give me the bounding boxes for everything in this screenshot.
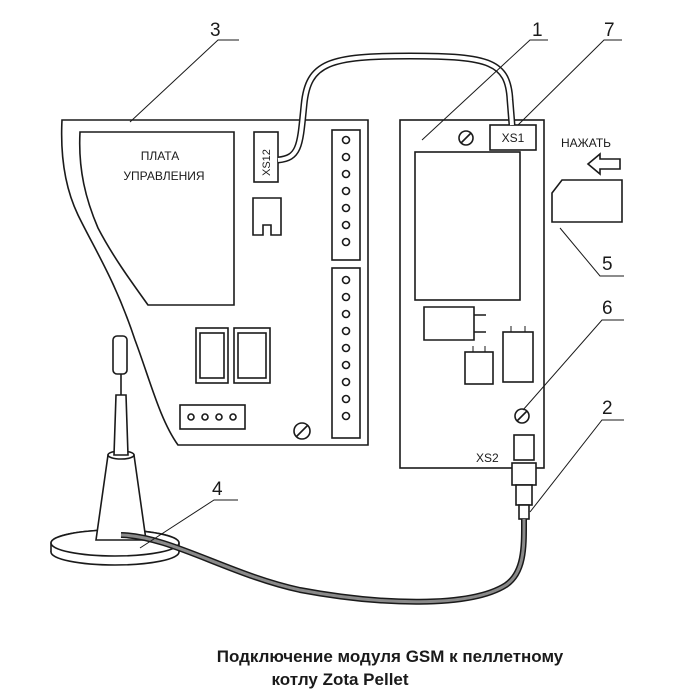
callout-1: 1 bbox=[532, 20, 543, 41]
callout-7: 7 bbox=[604, 20, 615, 41]
board-relays bbox=[195, 327, 271, 384]
gsm-component-c bbox=[502, 331, 534, 383]
gsm-screw-top bbox=[458, 130, 474, 146]
caption-line2: котлу Zota Pellet bbox=[271, 670, 408, 689]
board-screw bbox=[293, 422, 311, 440]
callout-5: 5 bbox=[602, 254, 613, 275]
xs1-label: XS1 bbox=[502, 131, 525, 145]
xs1-connector bbox=[489, 124, 537, 151]
board-label-line2: УПРАВЛЕНИЯ bbox=[123, 169, 204, 183]
press-label: НАЖАТЬ bbox=[561, 136, 611, 150]
gsm-chip bbox=[414, 151, 521, 301]
callout-leaders bbox=[129, 39, 624, 549]
cable-xs12-xs1 bbox=[277, 52, 516, 164]
callout-4: 4 bbox=[212, 479, 223, 500]
gsm-screw-bottom bbox=[514, 408, 530, 424]
antenna-plug bbox=[511, 462, 537, 520]
antenna-cable bbox=[120, 518, 528, 605]
board-bottom-connector bbox=[179, 404, 246, 430]
callout-6: 6 bbox=[602, 298, 613, 319]
callout-2: 2 bbox=[602, 398, 613, 419]
board-label-line1: ПЛАТА bbox=[141, 149, 180, 163]
callout-3: 3 bbox=[210, 20, 221, 41]
sim-card bbox=[551, 179, 623, 223]
xs12-connector bbox=[253, 131, 279, 183]
gsm-module bbox=[399, 119, 545, 469]
antenna bbox=[50, 335, 180, 566]
caption-line1: Подключение модуля GSM к пеллетному bbox=[217, 647, 564, 666]
xs12-label: XS12 bbox=[261, 149, 273, 176]
board-component bbox=[252, 197, 282, 236]
control-board bbox=[60, 119, 369, 446]
press-arrow-icon bbox=[586, 152, 621, 176]
xs2-label: XS2 bbox=[476, 451, 499, 465]
terminal-strip-upper bbox=[331, 129, 361, 261]
xs2-connector bbox=[513, 434, 535, 461]
antenna-tip bbox=[112, 335, 128, 375]
terminal-strip-lower bbox=[331, 267, 361, 439]
gsm-component-a bbox=[423, 306, 486, 341]
gsm-component-b bbox=[464, 351, 494, 385]
